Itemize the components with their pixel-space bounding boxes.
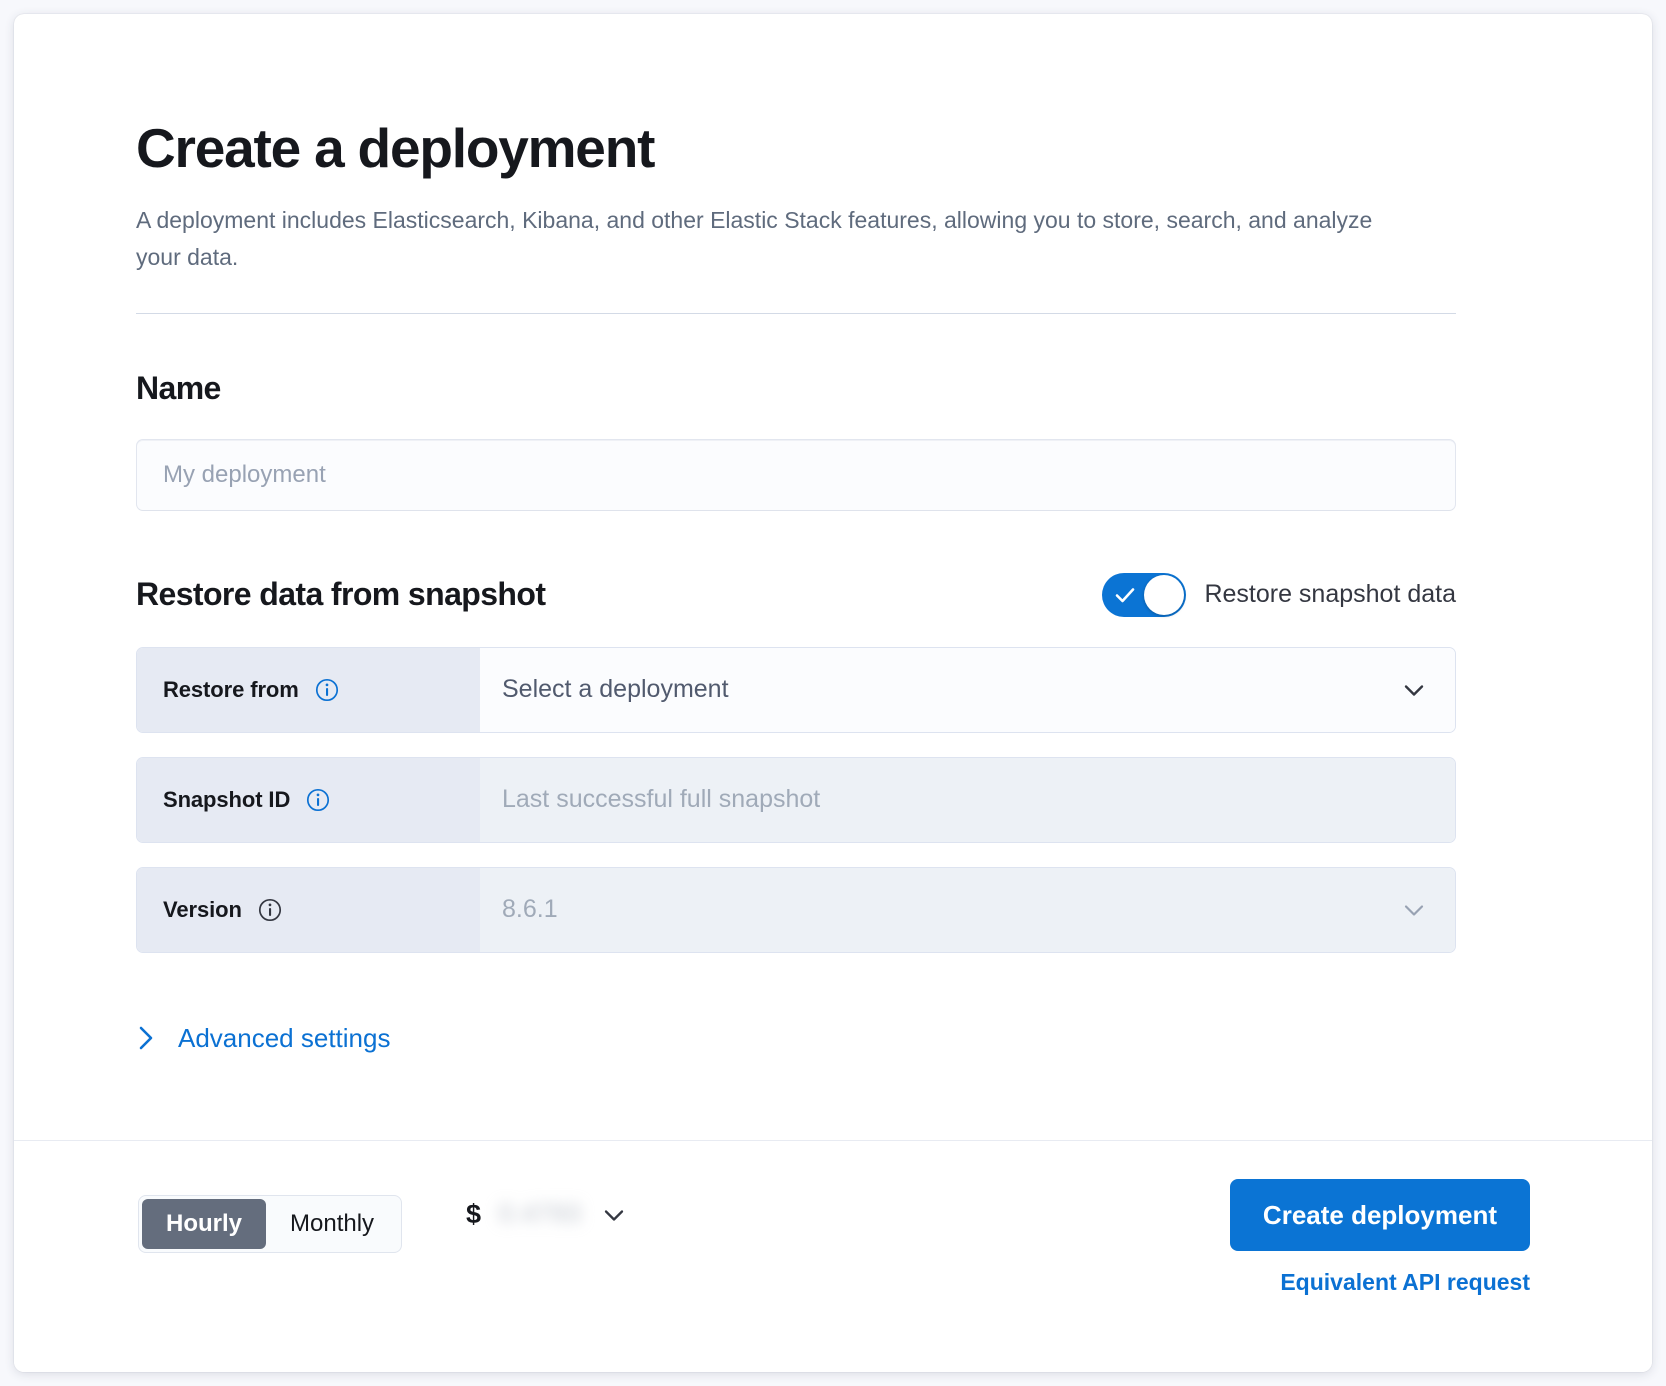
price-display[interactable]: $ 0.4793 xyxy=(466,1199,628,1230)
restore-section-header: Restore data from snapshot Restore snaps… xyxy=(136,572,1456,617)
advanced-settings-link[interactable]: Advanced settings xyxy=(136,1023,390,1054)
chevron-right-icon xyxy=(139,1026,153,1050)
page-title: Create a deployment xyxy=(136,117,655,179)
toggle-knob xyxy=(1144,574,1185,615)
chevron-down-icon[interactable] xyxy=(1399,895,1429,925)
advanced-settings-label: Advanced settings xyxy=(178,1022,391,1053)
restore-section-heading: Restore data from snapshot xyxy=(136,576,546,613)
snapshot-id-label-text: Snapshot ID xyxy=(163,786,291,812)
deployment-name-input[interactable]: My deployment xyxy=(136,438,1456,511)
restore-from-value: Select a deployment xyxy=(502,675,729,704)
billing-option-monthly[interactable]: Monthly xyxy=(290,1210,375,1237)
price-value: 0.4793 xyxy=(499,1200,582,1228)
chevron-down-icon[interactable] xyxy=(1399,675,1429,705)
deployment-name-placeholder: My deployment xyxy=(163,460,326,488)
price-currency-symbol: $ xyxy=(466,1199,482,1229)
snapshot-id-value: Last successful full snapshot xyxy=(502,785,821,814)
info-icon[interactable] xyxy=(306,788,330,812)
field-row-snapshot-id[interactable]: Snapshot ID Last successful full snapsho… xyxy=(136,756,1456,843)
field-row-restore-from[interactable]: Restore from Select a deployment xyxy=(136,646,1456,733)
version-label-text: Version xyxy=(163,896,242,922)
panel-body: Create a deployment A deployment include… xyxy=(14,14,1652,1140)
billing-option-hourly[interactable]: Hourly xyxy=(142,1199,267,1249)
info-icon[interactable] xyxy=(258,898,282,922)
check-icon xyxy=(1116,587,1135,602)
field-label-restore-from: Restore from xyxy=(137,647,480,732)
restore-snapshot-toggle-group[interactable]: Restore snapshot data xyxy=(1102,572,1456,617)
content-column: Create a deployment A deployment include… xyxy=(136,120,1456,1058)
field-row-version[interactable]: Version 8.6.1 xyxy=(136,866,1456,953)
restore-from-label-text: Restore from xyxy=(163,676,299,702)
field-label-version: Version xyxy=(137,867,480,952)
header-divider xyxy=(136,312,1456,314)
page-subtitle: A deployment includes Elasticsearch, Kib… xyxy=(136,207,1373,271)
equivalent-api-request-link[interactable]: Equivalent API request xyxy=(1280,1269,1530,1295)
field-label-snapshot-id: Snapshot ID xyxy=(137,757,480,842)
restore-snapshot-toggle[interactable] xyxy=(1102,572,1187,617)
name-section-heading: Name xyxy=(136,369,221,406)
field-value-restore-from[interactable]: Select a deployment xyxy=(480,647,1455,732)
info-icon[interactable] xyxy=(315,678,339,702)
field-value-version[interactable]: 8.6.1 xyxy=(480,867,1455,952)
version-value: 8.6.1 xyxy=(502,895,558,924)
field-value-snapshot-id[interactable]: Last successful full snapshot xyxy=(480,757,1455,842)
restore-snapshot-toggle-label: Restore snapshot data xyxy=(1204,580,1456,609)
create-deployment-button[interactable]: Create deployment xyxy=(1229,1179,1530,1251)
create-deployment-panel: Create a deployment A deployment include… xyxy=(14,14,1652,1372)
billing-period-toggle-group[interactable]: Hourly Monthly xyxy=(138,1195,403,1253)
panel-footer: Hourly Monthly $ 0.4793 Create deploymen… xyxy=(14,1140,1652,1372)
chevron-down-icon[interactable] xyxy=(600,1201,628,1229)
